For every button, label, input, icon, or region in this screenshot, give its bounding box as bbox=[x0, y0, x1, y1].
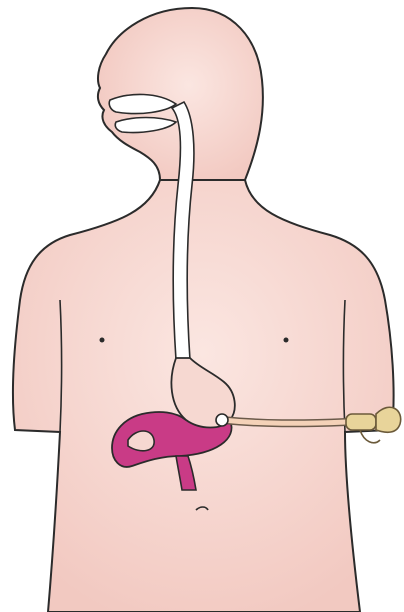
tube-insertion-point bbox=[216, 414, 228, 426]
right-nipple bbox=[284, 338, 289, 343]
left-nipple bbox=[100, 338, 105, 343]
